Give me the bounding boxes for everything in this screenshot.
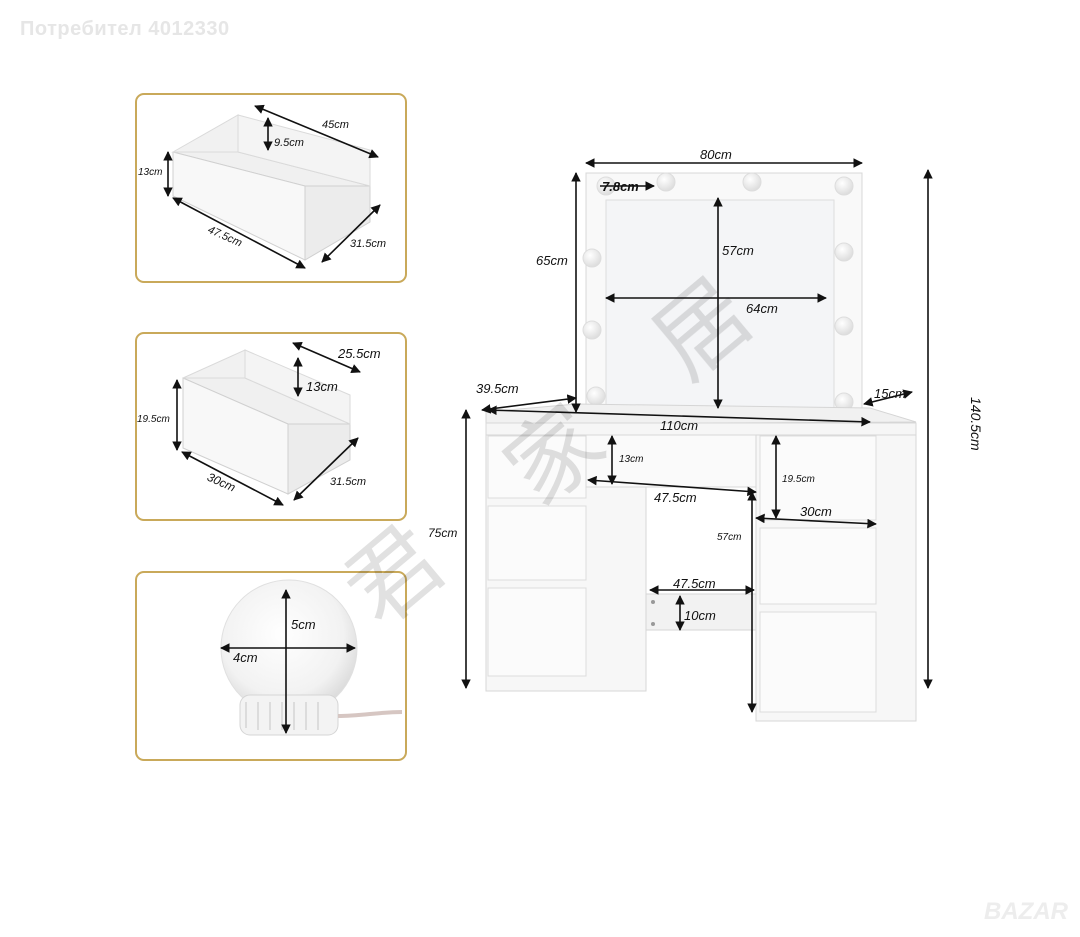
small-drawer-height: 19.5cm: [137, 414, 170, 425]
large-drawer-inner-height: 9.5cm: [274, 137, 304, 149]
site-watermark: BAZAR: [984, 898, 1068, 925]
mirror-width: 80cm: [700, 147, 732, 162]
large-drawer-depth: 45cm: [322, 119, 349, 131]
top-depth: 39.5cm: [476, 381, 519, 396]
bulb-height: 5cm: [291, 617, 316, 632]
center-drawer-height: 13cm: [619, 454, 643, 465]
mirror-bulbs: [582, 172, 854, 412]
footrest-height: 10cm: [684, 608, 716, 623]
table-height: 75cm: [428, 526, 457, 540]
footrest-width: 47.5cm: [673, 576, 716, 591]
small-drawer-side: 31.5cm: [330, 476, 366, 488]
knee-height: 57cm: [717, 532, 741, 543]
large-drawer-height: 13cm: [138, 167, 162, 178]
bulb-diameter: 4cm: [233, 650, 258, 665]
bulb-offset: 7.8cm: [602, 179, 639, 194]
glass-width: 64cm: [746, 301, 778, 316]
right-drawer-height: 19.5cm: [782, 474, 815, 485]
mirror-depth: 15cm: [874, 386, 906, 401]
panel-bulb: 5cm 4cm: [135, 571, 407, 761]
total-height: 140.5cm: [968, 397, 984, 451]
small-drawer-inner-height: 13cm: [306, 379, 338, 394]
panel-large-drawer: 45cm 9.5cm 13cm 47.5cm 31.5cm: [135, 93, 407, 283]
glass-height: 57cm: [722, 243, 754, 258]
panel-small-drawer: 25.5cm 13cm 19.5cm 30cm 31.5cm: [135, 332, 407, 521]
user-watermark: Потребител 4012330: [20, 18, 230, 40]
small-drawer-depth: 25.5cm: [337, 346, 381, 361]
mirror-height: 65cm: [536, 253, 568, 268]
center-drawer-width: 47.5cm: [654, 490, 697, 505]
right-drawer-width: 30cm: [800, 504, 832, 519]
large-drawer-side: 31.5cm: [350, 238, 386, 250]
top-width: 110cm: [660, 418, 698, 433]
table-dimensions: 80cm 7.8cm 65cm 57cm 64cm 140.5cm 39.5cm…: [428, 147, 984, 713]
